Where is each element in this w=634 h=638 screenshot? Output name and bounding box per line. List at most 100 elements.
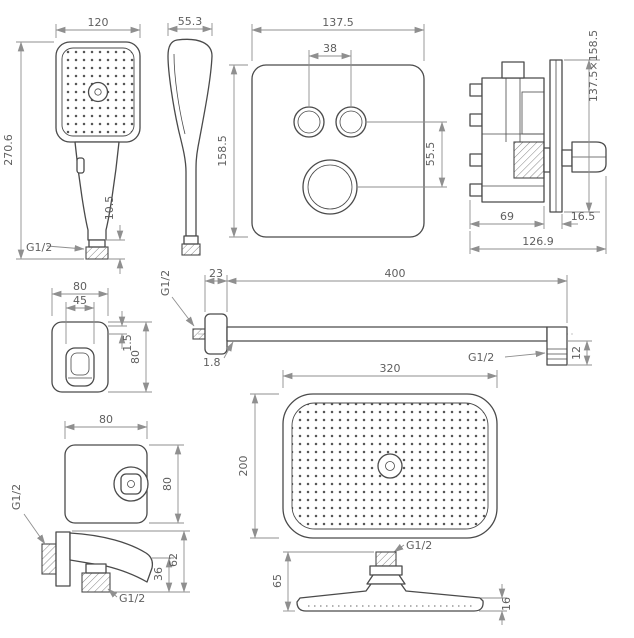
valve-button-2 (335, 106, 367, 138)
head-center-dot (385, 461, 395, 471)
head-top-view: 320 200 G1/2 (237, 362, 498, 553)
dim-outlet-drop-label: 12 (570, 346, 583, 360)
hand-shower-thread-label: G1/2 (26, 241, 52, 254)
head-center (377, 453, 403, 479)
dim-knob-offset-label: 55.5 (424, 142, 437, 167)
dim-hand-shower-width-label: 120 (88, 16, 109, 29)
arm-outlet-thread-label: G1/2 (468, 351, 494, 364)
mounting-lug-2 (469, 113, 483, 127)
wall-holder-view: 80 45 1.5 80 (51, 280, 152, 393)
dim-valve-width (251, 24, 425, 61)
dim-flange-depth-label: 23 (209, 267, 223, 280)
dim-flange-depth (204, 275, 228, 312)
dim-outlet-plate-width-label: 80 (99, 413, 113, 426)
head-thread-stub (375, 551, 397, 567)
profile-neck (183, 235, 199, 245)
handle-neck (88, 239, 106, 248)
thermostat-knob-inner (307, 164, 353, 210)
spindle (543, 147, 551, 173)
dim-holder-slot (65, 302, 95, 344)
mounting-lug-3 (469, 153, 483, 167)
holder-bracket (65, 347, 95, 387)
dim-hand-shower-outlet-label: 10.5 (103, 196, 116, 221)
dim-total-depth (469, 176, 607, 254)
arm-outlet-thread-leader (504, 350, 546, 358)
dim-hand-shower-depth (167, 23, 213, 36)
valve-button-2-inner (339, 110, 363, 134)
hand-shower-front-view: 120 270.6 10.5 G1/2 (2, 16, 141, 274)
wall-outlet-view: 80 80 G1/2 36 62 G1/2 (10, 413, 190, 605)
dim-head-depth (250, 393, 279, 539)
thermostat-knob (302, 159, 358, 215)
dim-holder-lip-label: 1.5 (121, 334, 134, 352)
dim-head-width-label: 320 (380, 362, 401, 375)
valve-button-1 (293, 106, 325, 138)
arm-flange (204, 313, 228, 355)
spout-flange (55, 531, 71, 587)
dim-arm-length (226, 275, 568, 323)
head-side-view: 65 16 (271, 551, 513, 625)
shower-arm-view: G1/2 23 400 1.8 G1/2 12 (159, 267, 592, 369)
arm-outlet (546, 326, 568, 366)
outlet-bottom-thread-label: G1/2 (119, 592, 145, 605)
dim-hand-shower-depth-label: 55.3 (178, 15, 203, 28)
arm-tube (226, 326, 548, 342)
profile-face-line (173, 53, 186, 135)
dim-outlet-plate-height-label: 80 (161, 477, 174, 491)
dim-plate-depth-label: 16.5 (571, 210, 596, 223)
dim-outlet-plate-height (149, 444, 184, 524)
holder-knob-square (120, 473, 142, 495)
spout-outlet-neck (85, 563, 107, 574)
dim-plate-size (564, 59, 600, 213)
dim-plate-size-label: 137.5×158.5 (587, 30, 600, 102)
outlet-inlet-thread-label: G1/2 (10, 484, 23, 510)
valve-body (481, 77, 545, 203)
head-cone (366, 574, 406, 585)
dim-hand-shower-width (55, 24, 141, 38)
dim-holder-lip (108, 311, 127, 349)
head-thread-leader (393, 543, 405, 553)
dim-outlet-plate-width (64, 421, 148, 439)
dim-valve-height-label: 158.5 (216, 135, 229, 167)
arm-wall-thickness-leader (223, 341, 234, 359)
dim-knob-offset (358, 121, 447, 188)
dim-spout-height-label: 62 (167, 553, 180, 567)
dim-head-height-label: 65 (271, 574, 284, 588)
dim-holder-width-label: 80 (73, 280, 87, 293)
dim-spout-height (72, 530, 190, 593)
dim-hand-shower-height (16, 41, 84, 260)
spout-body (69, 532, 154, 583)
arm-wall-thickness-label: 1.8 (203, 356, 221, 369)
dim-spout-drop-label: 36 (152, 567, 165, 581)
spray-center-dot (94, 88, 102, 96)
wall-thread-stub (192, 328, 206, 340)
head-nut (369, 565, 403, 576)
dim-head-width (282, 370, 498, 388)
valve-button-1-inner (297, 110, 321, 134)
dim-arm-length-label: 400 (385, 267, 406, 280)
valve-front-view: 137.5 38 158.5 55.5 (216, 16, 447, 238)
dim-head-height (283, 551, 374, 612)
dim-holder-height (108, 321, 152, 393)
dim-holder-width (51, 288, 109, 316)
wall-inlet-thread (41, 543, 57, 575)
dim-valve-width-label: 137.5 (322, 16, 354, 29)
outlet-bottom-thread-leader (107, 588, 118, 598)
dim-head-depth-label: 200 (237, 456, 250, 477)
head-thread-label: G1/2 (406, 539, 432, 552)
dim-outlet-drop (567, 340, 592, 366)
valve-plate (251, 64, 425, 238)
dim-plate-depth (528, 214, 578, 229)
valve-side-view: 137.5×158.5 69 16.5 126.9 (469, 30, 607, 254)
dim-holder-height-label: 80 (129, 350, 142, 364)
holder-knob-center (127, 480, 135, 488)
mounting-lug-1 (469, 83, 483, 97)
arm-wall-thread-label: G1/2 (159, 270, 172, 296)
hand-shower-side-view: 55.3 (167, 15, 213, 256)
arm-wall-thread-leader (171, 296, 195, 327)
dim-head-rim (479, 584, 507, 625)
spout-bottom-thread (81, 572, 111, 593)
outlet-inlet-thread-leader (23, 513, 46, 545)
head-profile (296, 583, 484, 612)
